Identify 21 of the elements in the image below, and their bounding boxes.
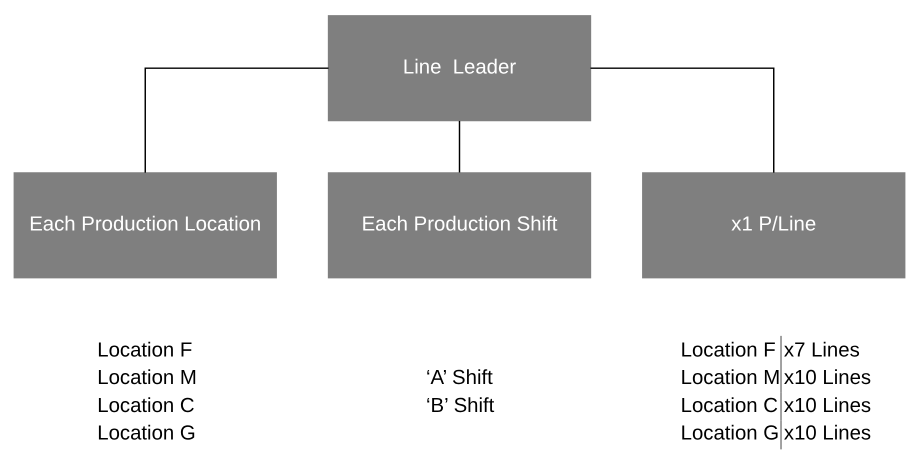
node-label: Location M — [680, 366, 780, 389]
connector — [590, 66, 774, 172]
node-label: x7 Lines — [784, 339, 860, 362]
node-label: ‘B’ Shift — [426, 394, 494, 416]
node-label: Location G — [97, 422, 196, 444]
node-box: Each Production Shift — [328, 172, 592, 278]
node-label: Location G — [680, 422, 780, 444]
node-box: x1 P/Line — [642, 172, 906, 278]
node-label: Location F — [680, 339, 776, 362]
node-label: x10 Lines — [784, 422, 872, 444]
node-label: x10 Lines — [784, 394, 872, 416]
connector — [144, 66, 328, 172]
connector — [458, 120, 460, 172]
node-box: Line Leader — [328, 14, 592, 121]
node-label: Location M — [97, 366, 197, 389]
node-label: Location C — [680, 394, 778, 416]
node-label: Location F — [97, 339, 192, 362]
node-label: x10 Lines — [784, 366, 872, 389]
node-label: Location C — [97, 394, 195, 416]
node-box: Each Production Location — [14, 172, 277, 278]
node-label: ‘A’ Shift — [426, 366, 493, 389]
